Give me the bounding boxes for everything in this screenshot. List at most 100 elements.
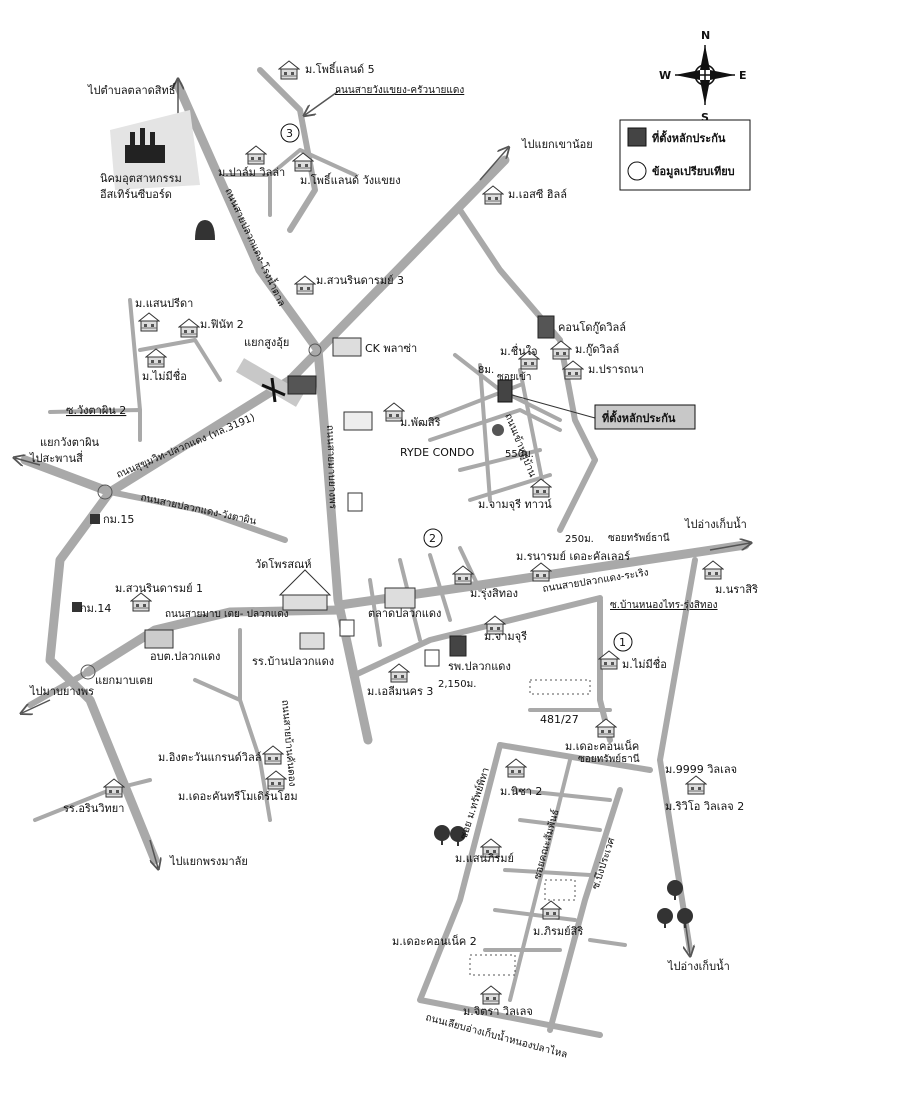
- compass-e: E: [739, 69, 747, 82]
- plot-hatch: [529, 679, 591, 695]
- house-icon: [178, 318, 200, 338]
- label-to-maptaphut: ไปมาบยางพร: [29, 685, 94, 698]
- label-dist-2150: 2,150ม.: [438, 679, 476, 690]
- label-jammuri-town: ม.จามจุรี ทาวน์: [478, 498, 552, 511]
- label-saen-preeda: ม.แสนปรีดา: [135, 297, 193, 310]
- house-icon: [388, 663, 410, 683]
- label-mai-mee-chue-b: ม.ไม่มีชื่อ: [622, 656, 667, 671]
- label-hospital: รพ.ปลวกแดง: [448, 660, 511, 673]
- condo-building-icon: [537, 315, 555, 339]
- house-icon: [550, 340, 572, 360]
- label-pratthana: ม.ปรารถนา: [588, 363, 644, 376]
- house-icon: [505, 758, 527, 778]
- house-icon: [530, 562, 552, 582]
- seven-eleven-icon: [339, 619, 355, 637]
- overpass-icon: [261, 377, 286, 403]
- km-post-icon: [90, 514, 100, 524]
- legend-subject-label: ที่ตั้งหลักประกัน: [652, 130, 726, 145]
- house-icon: [294, 275, 316, 295]
- label-sc-hills: ม.เอสซี ฮิลล์: [508, 188, 567, 201]
- label-chuen-jai: ม.ชื่นใจ: [500, 343, 538, 358]
- label-yaek-wangtaphin: แยกวังตาผิน: [40, 436, 100, 449]
- junction-icon: [97, 484, 113, 500]
- label-rung-thong: ม.รุ่งสิทอง: [470, 587, 518, 600]
- label-yaek-maptoei: แยกมาบเตย: [95, 674, 153, 687]
- label-school-arin: รร.อรินวิทยา: [63, 802, 124, 815]
- label-to-phongmalai: ไปแยกพรงมาลัย: [169, 855, 248, 868]
- legend-comparable-label: ข้อมูลเปรียบเทียบ: [652, 165, 735, 179]
- junction-icon: [308, 343, 322, 357]
- house-icon: [245, 145, 267, 165]
- label-phat-siri: ม.พัฒสิริ: [400, 416, 441, 429]
- label-mai-mee-chue-a: ม.ไม่มีชื่อ: [142, 368, 187, 383]
- building-icon: [347, 492, 363, 512]
- label-soi-ban-nong: ซ.บ้านหนองไทร-รุ่งสิทอง: [610, 599, 718, 611]
- label-dist-550: 550ม.: [505, 449, 534, 460]
- junction-icon: [80, 664, 96, 680]
- temple-icon: [278, 569, 332, 611]
- label-industrial-estate-2: อีสเทิร์นซีบอร์ด: [100, 188, 172, 201]
- compass-s: S: [701, 111, 709, 124]
- legend-comparable-swatch: [627, 161, 647, 181]
- subject-property: ที่ตั้งหลักประกัน: [497, 379, 696, 430]
- label-road-soi-mab: ถนนสายมาบยางพร: [324, 425, 338, 510]
- label-aboto-plaukdaeng: อบต.ปลวกแดง: [150, 650, 220, 663]
- label-soi-rong-tao: ซอยเข้า: [497, 371, 532, 383]
- shell-icon: [195, 220, 215, 240]
- house-icon: [595, 718, 617, 738]
- ryde-condo-icon: [343, 411, 373, 431]
- label-sitara: ม.จิตรา วิลเลจ: [463, 1005, 533, 1018]
- label-jammuri: ม.จามจุรี: [484, 630, 527, 643]
- road-network: [20, 67, 750, 1038]
- label-km15: กม.15: [103, 513, 134, 526]
- label-road-sai-wangkhaeng: ถนนสายวังแขยง-ครัวนายแดง: [335, 85, 464, 96]
- label-road-plaukdaeng-rongpho: ถนนสายปลวกแดง-โรงน้ำตาล: [222, 185, 289, 308]
- compass-rose: N S E W: [659, 29, 747, 124]
- house-icon: [480, 985, 502, 1005]
- label-soi-khana-san: ซอยคณะสัมพันธ์: [531, 808, 561, 881]
- label-to-khao-noi: ไปแยกเขาน้อย: [521, 138, 593, 151]
- label-ing-kawan: ม.อิงตะวันแกรนด์วิลล์: [158, 751, 261, 764]
- label-saen-rom: ม.แสนภิรมย์: [455, 852, 514, 865]
- label-phoenix-wang: ม.โพธิ์แลนด์ วังแขยง: [300, 172, 401, 187]
- label-to-ang-kep-nam-2: ไปอ่างเก็บน้ำ: [667, 958, 730, 973]
- subject-callout: ที่ตั้งหลักประกัน: [602, 410, 676, 425]
- comparable-1-number: 1: [619, 636, 626, 649]
- plot-hatch: [544, 879, 576, 901]
- label-wangtaphin2: ซ.วังตาผิน 2: [66, 404, 126, 417]
- house-icon: [145, 348, 167, 368]
- label-road-maptaphut: ถนนสายมาบ เตย- ปลวกแดง: [165, 609, 289, 620]
- label-talad-plaukdaeng: ตลาดปลวกแดง: [368, 607, 441, 620]
- house-icon: [265, 770, 287, 790]
- house-icon: [540, 900, 562, 920]
- label-connect2: ม.เดอะคอนเน็ค 2: [392, 934, 477, 948]
- comparable-2-number: 2: [429, 532, 436, 545]
- label-gu-ville: ม.กู๊ดวิลล์: [575, 343, 619, 356]
- label-suan-rin-1: ม.สวนรินดารมย์ 1: [115, 582, 203, 595]
- label-fin-nat-2: ม.ฟินัท 2: [200, 318, 244, 331]
- house-icon: [482, 185, 504, 205]
- market-icon: [384, 587, 416, 609]
- house-icon: [702, 560, 724, 580]
- compass-n: N: [701, 29, 710, 42]
- label-road-ban-kham: ถนนสายบ้านคันดอง: [279, 699, 299, 787]
- label-road-plaukdaeng-wangtaphin: ถนนสายปลวกแดง-วังตาผิน: [139, 492, 257, 527]
- hospital-icon: [449, 635, 467, 657]
- label-phoenix5: ม.โพธิ์แลนด์ 5: [305, 61, 375, 76]
- label-riviera: ม.ริวิโอ วิลเลจ 2: [665, 799, 744, 813]
- label-dist-250: 250ม.: [565, 534, 594, 545]
- school-icon: [299, 632, 325, 650]
- label-km14: กม.14: [80, 602, 111, 615]
- label-the-khan: ม.เดอะคันทรีโมเดิร์นโฮม: [178, 789, 298, 803]
- compass-w: W: [659, 69, 671, 82]
- label-soi-sap-thani: ซอยทรัพย์ธานี: [608, 532, 670, 544]
- label-to-saphan: ไปสะพานสี่: [29, 450, 83, 465]
- legend: ที่ตั้งหลักประกัน ข้อมูลเปรียบเทียบ: [619, 119, 751, 191]
- legend-subject-swatch: [627, 127, 647, 147]
- label-condo-lo-gu: คอนโดกู๊ดวิลล์: [558, 320, 626, 334]
- label-suan-rin-3: ม.สวนรินดารมย์ 3: [316, 274, 404, 287]
- label-to-ang-kep-nam-1: ไปอ่างเก็บน้ำ: [684, 516, 747, 531]
- label-nicha2: ม.นิชา 2: [500, 785, 542, 798]
- label-narasiri: ม.นราสิริ: [715, 583, 758, 596]
